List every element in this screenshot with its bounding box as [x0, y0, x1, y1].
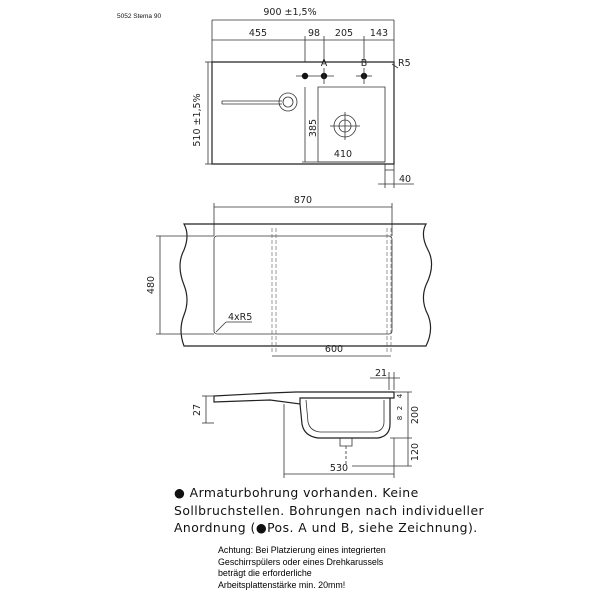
drain-section — [339, 438, 353, 447]
sink-rim — [213, 391, 395, 405]
note-line-3-post: Pos. A und B, siehe Zeichnung). — [267, 520, 478, 535]
cutout-view: 870 480 4xR5 600 — [146, 195, 433, 357]
dim-edge-offset: 40 — [399, 174, 411, 185]
dim-drain-120: 120 — [410, 443, 421, 461]
model-label: 5052 Stema 90 — [117, 13, 162, 20]
warning-line-1: Achtung: Bei Platzierung eines integrier… — [218, 545, 386, 555]
dim-cabinet-width: 600 — [325, 344, 343, 355]
overflow-outer-icon — [278, 92, 298, 112]
label-a: A — [321, 58, 328, 69]
warning-line-3: beträgt die erforderliche — [218, 568, 312, 579]
section-view: 21 27 4 2 8 200 120 530 — [192, 368, 421, 478]
note-line-3-pre: Anordnung ( — [174, 520, 256, 535]
corner-radii-label: 4xR5 — [228, 312, 252, 323]
note-line-1: Armaturbohrung vorhanden. Keine — [189, 485, 419, 500]
dim-cutout-width: 870 — [294, 195, 312, 206]
dim-overall-width: 900 ±1,5% — [263, 7, 316, 18]
dim-bowl-depth: 385 — [308, 119, 319, 137]
dim-seg-a: 98 — [308, 28, 320, 39]
bullet-icon: ● — [174, 485, 186, 500]
warning-note: Achtung: Bei Platzierung eines integrier… — [218, 545, 478, 591]
dim-bowl-width: 410 — [334, 149, 352, 160]
dim-overall-depth: 510 ±1,5% — [192, 93, 203, 146]
dim-seg-b: 205 — [335, 28, 353, 39]
label-b: B — [361, 58, 368, 69]
warning-line-2: Geschirrspülers oder eines Drehkarussels — [218, 556, 384, 567]
top-view: 900 ±1,5% 455 98 205 143 A B R5 — [192, 7, 414, 188]
dim-8: 8 — [396, 416, 404, 420]
countertop — [179, 223, 433, 347]
overflow-inner-icon — [282, 96, 294, 108]
dim-rim-27: 27 — [192, 404, 203, 416]
cutout-rect — [213, 235, 393, 335]
dim-2: 2 — [396, 406, 404, 410]
dim-depth-200: 200 — [410, 406, 421, 424]
dim-cutout-depth: 480 — [146, 276, 157, 294]
tap-hole-note: ● Armaturbohrung vorhanden. Keine Sollbr… — [174, 484, 594, 537]
dim-seg-drainer: 455 — [249, 28, 267, 39]
dim-bottom-530: 530 — [330, 463, 348, 474]
bowl-section-outer — [299, 398, 391, 439]
dim-offset-21: 21 — [375, 368, 387, 379]
bowl-section-inner — [305, 399, 385, 433]
tap-hole-a-icon — [301, 72, 309, 80]
warning-line-4: Arbeitsplattenstärke min. 20mm! — [218, 579, 346, 590]
note-line-2: Sollbruchstellen. Bohrungen nach individ… — [174, 502, 485, 518]
corner-radius-label: R5 — [398, 58, 411, 69]
dim-4: 4 — [396, 393, 404, 398]
dim-seg-c: 143 — [370, 28, 388, 39]
bullet-icon: ● — [255, 520, 268, 535]
